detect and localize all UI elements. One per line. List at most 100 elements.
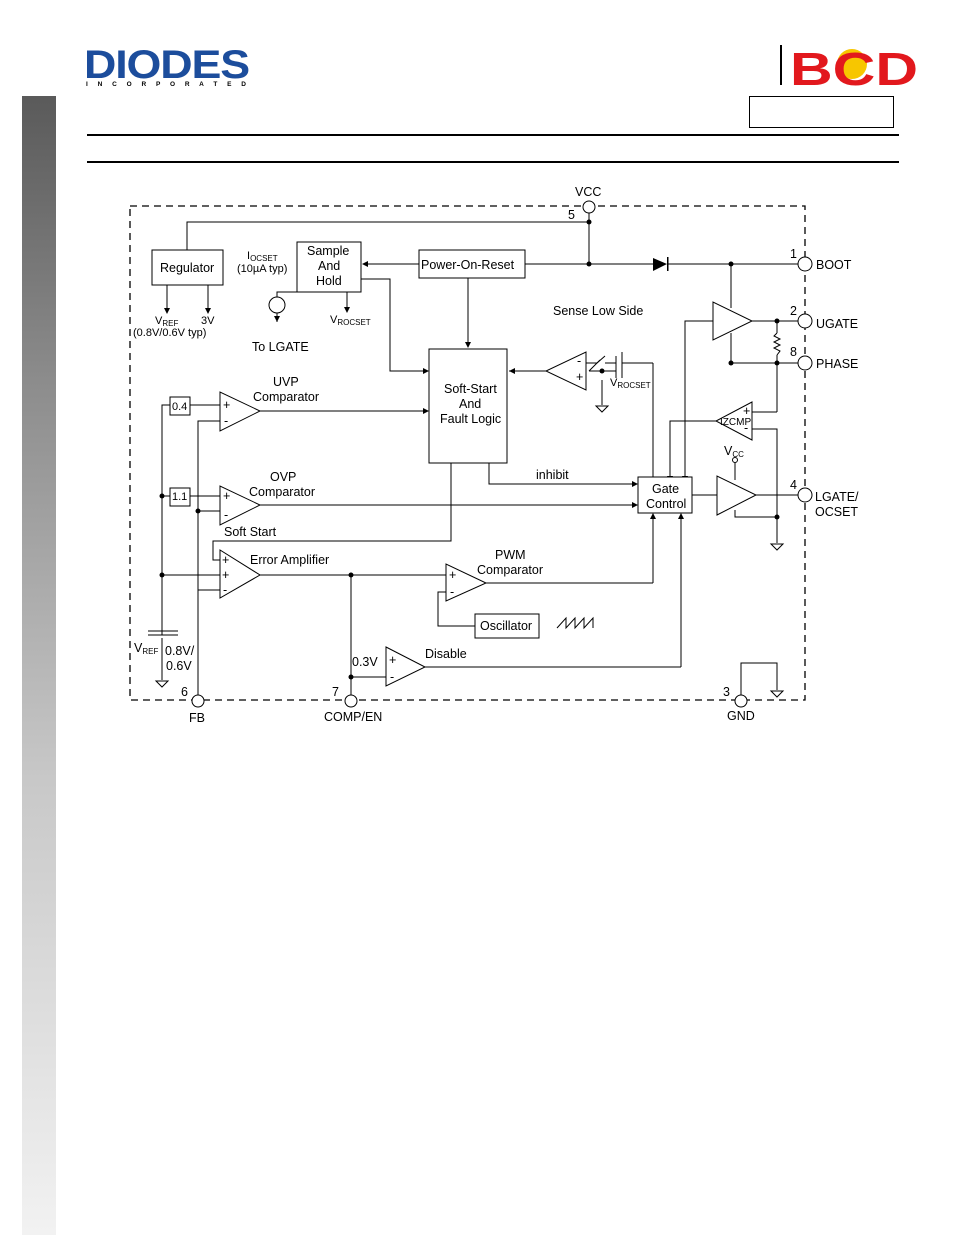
vref-label: VREF [155,315,178,328]
por-label: Power-On-Reset [421,258,515,272]
pin-vcc-number: 5 [568,208,575,222]
v03-label: 0.3V [352,655,378,669]
ovp-label-2: Comparator [249,485,315,499]
sample-hold-block [296,241,362,293]
ovp-minus: - [224,508,228,522]
vref-0.6-label: 0.6V [166,659,192,673]
ref-1.1-box [169,487,191,507]
ground-symbols [154,405,785,698]
vref-0.8-label: 0.8V/ [165,644,195,658]
softstart-label-1: Soft-Start [444,382,497,396]
gate-control-block [637,476,693,514]
sense-low-side-label: Sense Low Side [553,304,643,318]
vcc-low-label: VCC [724,444,744,459]
junctions [159,219,780,680]
vref-bottom-label: VREF [134,641,158,656]
chip-boundary [129,205,806,701]
disable-minus: - [390,670,394,684]
low-side-driver [716,475,758,516]
pin-gnd-number: 3 [723,685,730,699]
pin-lgate-number: 4 [790,478,797,492]
soft-start-fault-logic-block [428,348,508,464]
disable-label: Disable [425,647,467,661]
pin-vcc [582,200,596,214]
vcc-node-icon [732,457,738,463]
power-on-reset-block [418,249,526,279]
pin-ugate-number: 2 [790,304,797,318]
pin-phase-number: 8 [790,345,797,359]
sense-minus: - [577,354,581,368]
ref-1.1-label: 1.1 [172,491,187,503]
izcmp-label: IZCMP [720,417,751,428]
pin-boot-number: 1 [790,247,797,261]
error-amplifier [219,549,261,599]
iocset-label: IOCSET [247,250,278,263]
sample-label-1: Sample [307,244,349,258]
pin-phase-label: PHASE [816,357,858,371]
izcmp-minus: - [744,421,748,435]
ovp-comparator [219,485,262,526]
pin-vcc-label: VCC [575,185,601,199]
pin-boot-label: BOOT [816,258,852,272]
sense-switch [588,352,623,378]
uvp-comparator [219,391,262,432]
pin-gnd-label: GND [727,709,755,723]
pin-fb-label: FB [189,711,205,725]
pwm-plus: + [449,568,456,582]
disable-comparator [385,646,427,687]
wires [148,212,799,695]
soft-start-label: Soft Start [224,525,277,539]
uvp-label-1: UVP [273,375,299,389]
disable-plus: + [389,653,396,667]
inhibit-label: inhibit [536,468,569,482]
vrocset-label: VROCSET [330,314,371,327]
oscillator-block [474,613,540,639]
pin-ugate-label: UGATE [816,317,858,331]
error-amp-label: Error Amplifier [250,553,329,567]
sense-plus: + [576,370,583,384]
pin-boot [797,256,813,272]
pin-comp-number: 7 [332,685,339,699]
oscillator-label: Oscillator [480,619,532,633]
pin-lgate-label: LGATE/ [815,490,859,504]
high-side-driver [712,301,754,341]
ref-0.4-box [169,396,191,416]
uvp-label-2: Comparator [253,390,319,404]
ea-plus-2: + [222,568,229,582]
current-source-icon [268,296,286,314]
pwm-label-1: PWM [495,548,526,562]
izcmp-comparator [714,401,753,441]
pwm-label-2: Comparator [477,563,543,577]
vref-typ-label: (0.8V/0.6V typ) [133,327,206,339]
izcmp-plus: + [743,404,750,418]
svg-text:BCD: BCD [790,43,918,95]
bcd-logo: BCD [780,43,918,95]
sawtooth-icon [556,616,594,630]
diodes-logo: DIODES I N C O R P O R A T E D [84,43,250,88]
phase-resistor [772,332,782,356]
ovp-plus: + [223,489,230,503]
to-lgate-label: To LGATE [252,340,309,354]
header-rule-top [87,134,899,136]
pin-phase [797,355,813,371]
svg-text:DIODES: DIODES [84,43,249,87]
gate-control-label-2: Control [646,497,686,511]
pin-ocset-label: OCSET [815,505,858,519]
header-rule-bottom [87,161,899,163]
regulator-block [151,249,224,286]
page-sidebar-bar [22,96,56,1235]
ovp-label-1: OVP [270,470,296,484]
uvp-plus: + [223,398,230,412]
pwm-comparator [445,563,488,602]
regulator-label: Regulator [160,261,214,275]
pin-lgate-ocset [797,487,813,503]
pin-comp-en [344,694,358,708]
v3-label: 3V [201,315,215,327]
sample-label-2: And [318,259,340,273]
sense-comparator [544,351,587,391]
gate-control-label-1: Gate [652,482,679,496]
pin-fb [191,694,205,708]
ea-plus-1: + [222,553,229,567]
ea-minus: - [223,583,227,597]
